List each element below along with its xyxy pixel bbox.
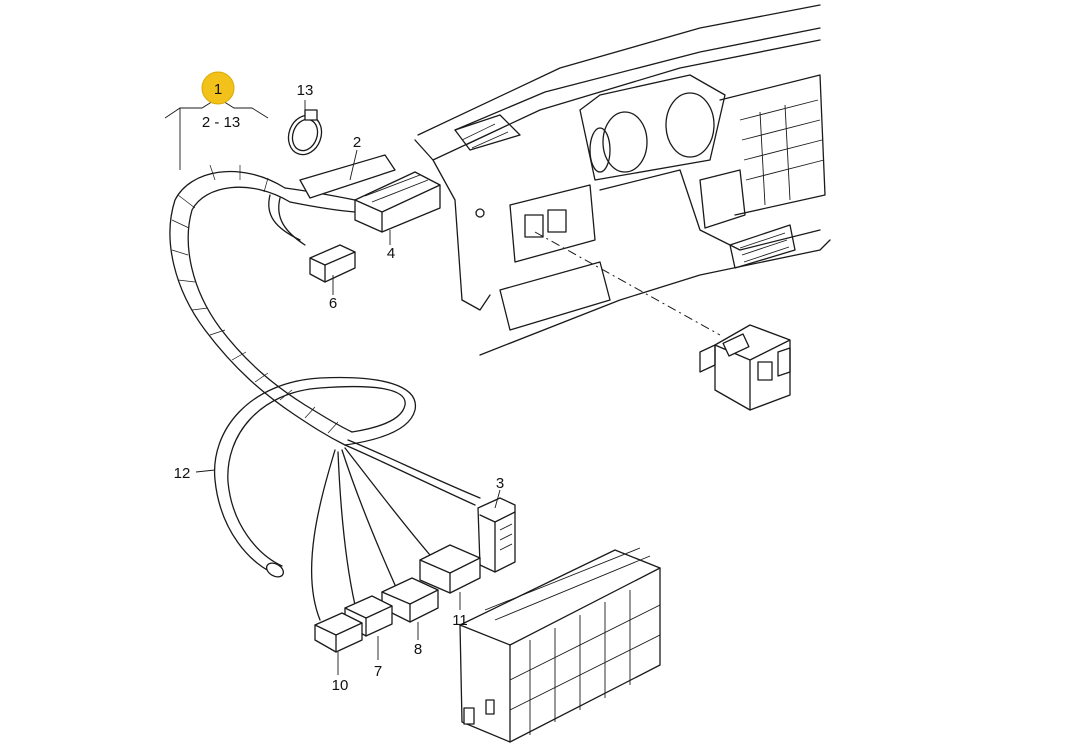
connector-6: [309, 244, 356, 283]
callout-2-label[interactable]: 2: [353, 134, 361, 151]
callout-10-label[interactable]: 10: [332, 677, 349, 694]
main-harness: [169, 164, 481, 621]
callout-range-label: 2 - 13: [202, 114, 240, 131]
callout-1-label: 1: [214, 81, 222, 98]
callout-12-label[interactable]: 12: [174, 465, 191, 482]
connector-3: [477, 497, 516, 573]
connector-2: [299, 154, 396, 199]
connector-4: [354, 171, 441, 233]
callout-13-label[interactable]: 13: [297, 82, 314, 99]
connector-10: [314, 612, 363, 653]
callout-11-label[interactable]: 11: [452, 612, 468, 629]
callout-7-label[interactable]: 7: [374, 663, 382, 680]
callout-4-label[interactable]: 4: [387, 245, 395, 262]
callout-1-marker[interactable]: 1: [201, 71, 235, 105]
callout-8-label[interactable]: 8: [414, 641, 422, 658]
callout-1-highlight: [201, 71, 235, 105]
callout-3-label[interactable]: 3: [496, 475, 504, 492]
cable-tie-13: [287, 109, 323, 156]
fuse-relay-box: [459, 547, 661, 743]
dashboard-switch: [699, 324, 791, 411]
callout-6-label[interactable]: 6: [329, 295, 337, 312]
dashboard-illustration: [414, 4, 831, 356]
connector-11: [419, 544, 481, 594]
